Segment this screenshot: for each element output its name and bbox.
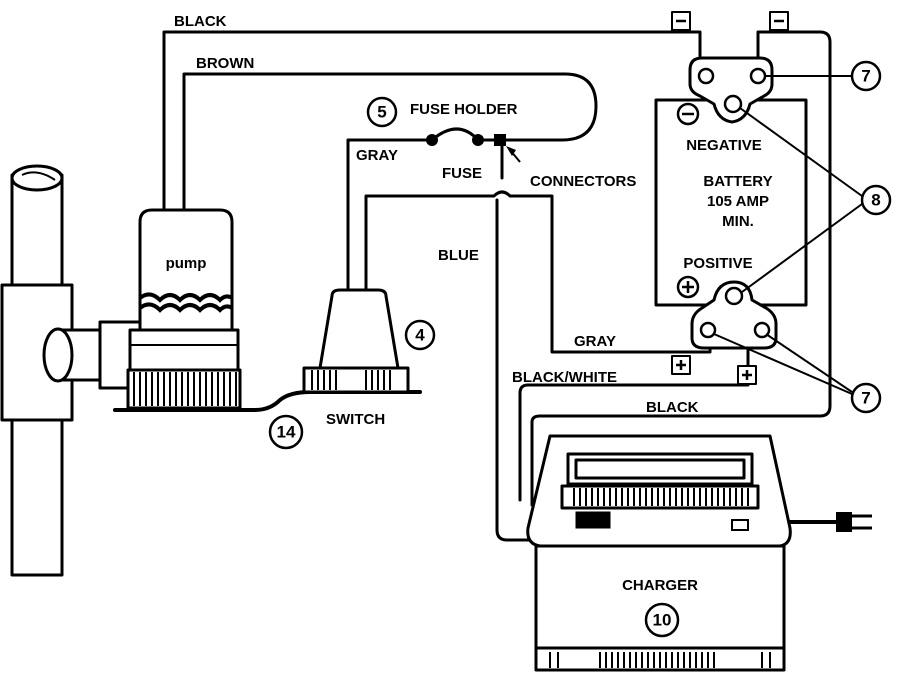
svg-text:7: 7 [861, 389, 870, 408]
wire-black-top [162, 30, 702, 214]
callout-5: 5 [366, 96, 398, 128]
fuse-terminal-right [472, 134, 484, 146]
label-fuse: FUSE [442, 165, 482, 182]
label-connectors: CONNECTORS [530, 173, 636, 190]
svg-text:10: 10 [653, 611, 672, 630]
svg-text:4: 4 [415, 326, 425, 345]
svg-text:14: 14 [277, 423, 296, 442]
svg-text:5: 5 [377, 103, 386, 122]
callout-10: 10 [644, 602, 680, 638]
pump-label: pump [166, 255, 207, 272]
callout-14: 14 [268, 414, 304, 450]
leader-7-bottom-b [765, 333, 853, 393]
label-fuse-holder: FUSE HOLDER [410, 101, 518, 118]
label-gray-top: GRAY [356, 147, 398, 164]
pump: pump [126, 208, 242, 410]
svg-text:7: 7 [861, 67, 870, 86]
battery-title-line3: MIN. [722, 213, 754, 230]
wire-black-bottom [530, 30, 832, 507]
wiring [162, 30, 840, 542]
mounting-base [113, 390, 422, 412]
callout-4: 4 [404, 319, 436, 351]
battery-title-line1: BATTERY [703, 173, 772, 190]
wire-brown [182, 72, 598, 214]
float-switch [302, 288, 410, 394]
power-plug-icon [836, 512, 872, 532]
battery-positive-label: POSITIVE [683, 255, 752, 272]
label-switch: SWITCH [326, 411, 385, 428]
discharge-pipe [0, 164, 142, 577]
wire-blue [364, 190, 674, 354]
label-blue: BLUE [438, 247, 479, 264]
fuse-element [430, 127, 480, 142]
label-black-bottom: BLACK [646, 399, 699, 416]
label-black-white: BLACK/WHITE [512, 369, 617, 386]
positive-terminal-clamp [690, 280, 778, 350]
wire-black-white [518, 338, 750, 502]
wire-gray-top [346, 138, 434, 292]
svg-text:8: 8 [871, 191, 880, 210]
callout-8: 8 [860, 184, 892, 216]
callout-7-top: 7 [850, 60, 882, 92]
label-black-top: BLACK [174, 13, 227, 30]
label-brown: BROWN [196, 55, 254, 72]
leader-7-bottom-a [713, 333, 853, 395]
battery: NEGATIVE BATTERY 105 AMP MIN. POSITIVE [654, 98, 808, 307]
charger: CHARGER [526, 434, 792, 672]
polarity-markers [671, 11, 789, 385]
charger-label: CHARGER [622, 577, 698, 594]
leader-8-a [739, 107, 863, 197]
fuse-terminal-left [426, 134, 438, 146]
negative-terminal-clamp [688, 56, 774, 124]
leader-8-b [741, 203, 863, 293]
battery-title-line2: 105 AMP [707, 193, 769, 210]
callout-7-bottom: 7 [850, 382, 882, 414]
connector-block [494, 134, 506, 146]
label-gray-bottom: GRAY [574, 333, 616, 350]
battery-negative-label: NEGATIVE [686, 137, 762, 154]
